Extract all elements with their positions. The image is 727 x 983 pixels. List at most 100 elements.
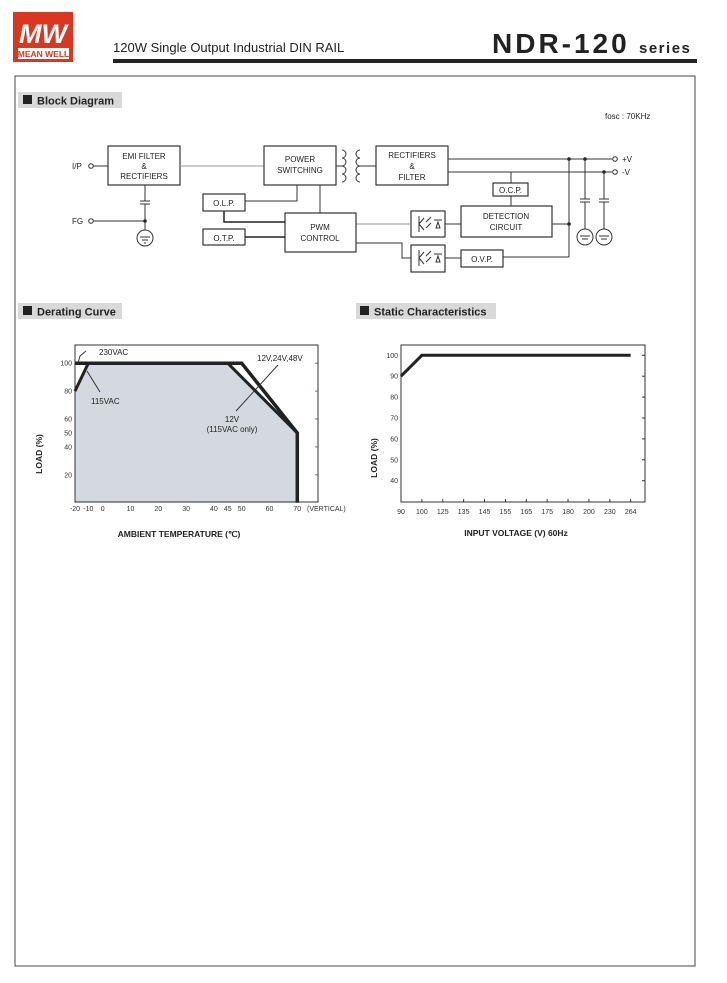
detection-circuit-block — [460, 205, 553, 238]
svg-text:POWER: POWER — [285, 155, 315, 164]
ocp-block — [492, 182, 529, 197]
x-tick-label: 60 — [266, 506, 274, 513]
square-bullet-icon — [23, 95, 32, 104]
transformer-icon — [336, 149, 376, 183]
y-tick-label: 70 — [390, 416, 398, 423]
svg-text:O.L.P.: O.L.P. — [213, 199, 235, 208]
y-tick-label: 80 — [64, 389, 72, 396]
x-tick-label: 155 — [500, 509, 512, 516]
plot-frame — [400, 344, 646, 503]
emi-filter-block — [107, 145, 181, 186]
x-axis-label: AMBIENT TEMPERATURE (℃) — [118, 529, 241, 539]
svg-text:SWITCHING: SWITCHING — [277, 166, 323, 175]
y-tick-label: 80 — [390, 395, 398, 402]
y-tick-label: 100 — [60, 361, 72, 368]
svg-text:CIRCUIT: CIRCUIT — [490, 223, 523, 232]
logo-brand: MEAN WELL — [18, 49, 69, 59]
y-axis-label: LOAD (%) — [34, 434, 44, 474]
optocoupler-icon — [410, 210, 446, 238]
block-diagram: fosc : 70KHz I/P FG EMI FILTER & RECTIFI… — [72, 112, 650, 273]
fosc-label: fosc : 70KHz — [605, 112, 650, 121]
section-header-static: Static Characteristics — [356, 303, 496, 319]
x-tick-label: 30 — [182, 506, 190, 513]
header-rule — [113, 59, 697, 63]
x-tick-label: -10 — [83, 506, 93, 513]
x-tick-label: 125 — [437, 509, 449, 516]
pwm-control-block — [284, 212, 357, 253]
logo-mark: MW — [19, 19, 69, 49]
x-tick-label: 100 — [416, 509, 428, 516]
series-load-line — [399, 353, 631, 378]
y-tick-label: 40 — [64, 444, 72, 451]
y-tick-label: 100 — [386, 353, 398, 360]
x-tick-label: 165 — [520, 509, 532, 516]
svg-text:Derating Curve: Derating Curve — [37, 307, 116, 319]
fg-label: FG — [72, 217, 83, 226]
optocoupler-icon — [410, 244, 446, 273]
y-tick-label: 60 — [390, 436, 398, 443]
x-tick-label: -20 — [70, 506, 80, 513]
svg-text:O.V.P.: O.V.P. — [471, 255, 493, 264]
y-tick-label: 60 — [64, 417, 72, 424]
plus-v-label: +V — [622, 155, 633, 164]
y-axis-label: LOAD (%) — [369, 438, 379, 478]
x-tick-suffix: (VERTICAL) — [307, 506, 346, 513]
svg-text:RECTIFIERS: RECTIFIERS — [120, 172, 168, 181]
series-115vac-line — [73, 361, 299, 435]
svg-text:O.T.P.: O.T.P. — [213, 234, 234, 243]
derating-area — [75, 363, 298, 503]
x-tick-label: 200 — [583, 509, 595, 516]
x-tick-label: 175 — [541, 509, 553, 516]
y-tick-label: 20 — [64, 472, 72, 479]
y-tick-label: 40 — [390, 478, 398, 485]
x-axis-label: INPUT VOLTAGE (V) 60Hz — [464, 528, 568, 538]
rectifiers-filter-block — [375, 145, 449, 186]
y-tick-label: 90 — [390, 374, 398, 381]
annotation-12-24-48v: 12V,24V,48V — [257, 354, 303, 363]
x-tick-label: 90 — [397, 509, 405, 516]
x-tick-label: 10 — [127, 506, 135, 513]
svg-text:&: & — [409, 162, 415, 171]
power-switching-block — [263, 145, 337, 186]
svg-text:Block Diagram: Block Diagram — [37, 96, 114, 108]
series-label: series — [639, 40, 691, 57]
section-header-block-diagram: Block Diagram — [18, 92, 122, 108]
svg-text:Static Characteristics: Static Characteristics — [374, 307, 487, 319]
x-tick-label: 180 — [562, 509, 574, 516]
svg-text:CONTROL: CONTROL — [300, 234, 340, 243]
mean-well-logo: MW MEAN WELL — [13, 12, 73, 62]
x-tick-label: 0 — [101, 506, 105, 513]
y-tick-label: 50 — [390, 457, 398, 464]
svg-text:FILTER: FILTER — [399, 173, 426, 182]
product-subtitle: 120W Single Output Industrial DIN RAIL — [113, 40, 344, 55]
square-bullet-icon — [360, 306, 369, 315]
ground-icon — [136, 229, 154, 247]
x-tick-label: 50 — [238, 506, 246, 513]
annotation-12v: 12V — [225, 415, 240, 424]
ground-icon — [576, 228, 594, 246]
annotation-leader — [77, 350, 87, 364]
x-tick-label: 70 — [293, 506, 301, 513]
svg-text:DETECTION: DETECTION — [483, 212, 529, 221]
y-tick-label: 50 — [64, 430, 72, 437]
x-tick-label: 40 — [210, 506, 218, 513]
svg-text:EMI FILTER: EMI FILTER — [122, 152, 166, 161]
ip-label: I/P — [72, 162, 82, 171]
derating-curve-chart: -20-10 0 10 20 30 40 45 50 60 70 20 40 50 60 80 100 230… — [34, 344, 346, 539]
x-tick-label: 230 — [604, 509, 616, 516]
annotation-115vac-only: (115VAC only) — [207, 425, 258, 434]
x-tick-label: 145 — [479, 509, 491, 516]
x-tick-label: 20 — [154, 506, 162, 513]
x-tick-label: 45 — [224, 506, 232, 513]
annotation-230vac: 230VAC — [99, 348, 128, 357]
page-border — [14, 75, 696, 967]
x-tick-label: 264 — [625, 509, 637, 516]
square-bullet-icon — [23, 306, 32, 315]
svg-text:PWM: PWM — [310, 223, 330, 232]
ground-icon — [595, 228, 613, 246]
model-name: NDR-120 — [492, 28, 630, 59]
svg-text:RECTIFIERS: RECTIFIERS — [388, 151, 436, 160]
section-header-derating: Derating Curve — [18, 303, 122, 319]
